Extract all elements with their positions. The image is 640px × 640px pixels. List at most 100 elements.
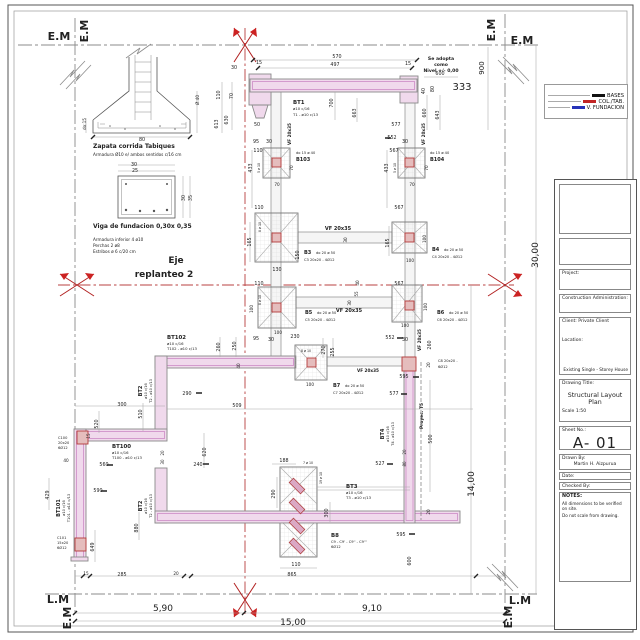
legend-row: BASES [548, 93, 624, 99]
dim-label: 165 [247, 237, 253, 246]
dim-label: T2 - ø10 c/13 [149, 494, 153, 519]
sheet-number: A- 01 [572, 434, 618, 450]
element-label: B5 [305, 310, 313, 316]
drawn-by-box: Drawn By: Martin H. Aizpurua [559, 454, 631, 470]
checked-by-box: Checked By: [559, 482, 631, 490]
dim-label: 80 [402, 461, 407, 467]
dim-label: 865 [287, 572, 296, 578]
note-line: All dimensions to be verified on site. [562, 501, 622, 511]
axis-note: replanteo 2 [135, 270, 194, 280]
dim-label: 15 [83, 571, 89, 576]
dim-label: 290 [271, 489, 277, 498]
dim-label: 552 [385, 335, 394, 341]
drawing-title-label: Drawing Title: [562, 381, 594, 386]
element-label: BT2 [138, 500, 144, 511]
dim-label: 595 [396, 532, 405, 538]
dim-label: ø10 c/16 [144, 382, 148, 398]
dim-label: 70 [289, 165, 294, 171]
detail-title: Viga de fundacion 0,30x 0,35 [93, 223, 192, 230]
dim-label: 660 [422, 108, 428, 117]
detail-title: Zapata corrida Tabiques [93, 143, 175, 150]
em-label: E.M [78, 20, 91, 43]
dim-label: 560 [99, 462, 108, 468]
drawn-by-label: Drawn By: [562, 456, 586, 461]
dim-label: Estribos ø 6 c/20 cm [93, 249, 136, 254]
dim-label: 14,00 [467, 471, 477, 497]
dim-label: ø10 c/16 [346, 490, 363, 495]
dim-label: T100 - ø10 c/13 [111, 455, 142, 460]
dim-label: 6Ø12 [331, 544, 341, 549]
dim-label: ø10 c/16 [62, 499, 66, 515]
dim-label: 5 ø 10 [257, 163, 261, 173]
dim-label: 20x20 [58, 441, 70, 445]
em-label: E.M [485, 19, 498, 42]
element-label: B104 [430, 157, 445, 163]
dim-label: 600 [435, 71, 444, 77]
dim-label: 70 [424, 165, 429, 171]
beam-label: VF 20x35 [325, 226, 352, 232]
dim-label: 130 [272, 267, 281, 273]
dim-label: 150 [295, 250, 301, 259]
notes-label: NOTES: [562, 494, 583, 499]
em-label: E.M [61, 607, 74, 630]
dim-label: 270 [321, 345, 327, 354]
element-label: B6 [437, 310, 445, 316]
dim-label: Armadura inferior 4 ø10 [93, 237, 144, 242]
dim-label: ø10 c/16 [386, 425, 390, 441]
dim-label: 40 [421, 88, 427, 94]
legend-row: V. FUNDACION [548, 105, 624, 111]
dim-label: 30 [131, 162, 137, 168]
dim-label: 80 [430, 86, 436, 92]
dim-label: 30 [160, 459, 165, 465]
dim-label: 100 [401, 323, 409, 328]
dim-label: 70 [274, 182, 280, 187]
dim-label: 433 [248, 163, 254, 172]
dim-label: 300 [117, 402, 126, 408]
dim-label: C4 20x20 - 4Ø12 [432, 254, 462, 259]
dim-label: 95 [253, 336, 259, 342]
level-note: Nivel +/- 0,00 [423, 68, 458, 74]
dim-label: 567 [394, 205, 403, 211]
dim-label: 35 [188, 195, 194, 201]
projection-label: Proyec. T5 [419, 403, 425, 429]
em-label: E.M [48, 30, 71, 43]
dim-label: 500 [428, 434, 434, 443]
dim-label: 20 [173, 571, 179, 576]
dim-label: 649 [90, 542, 96, 551]
dim-label: T2 - ø10 c/13 [149, 379, 153, 404]
dim-label: do 20 ø 50 [449, 311, 469, 315]
dim-label: T3 - ø10 c/13 [345, 495, 372, 500]
axis-marker [59, 273, 95, 297]
element-label: B7 [333, 383, 341, 389]
dim-label: 95 [253, 139, 259, 145]
firm-box [559, 238, 631, 265]
title-block: Project: Construction Administration: Cl… [554, 179, 637, 630]
beam-section-detail [117, 164, 191, 219]
dim-label: 100 [306, 382, 314, 387]
date-box: Date: [559, 472, 631, 480]
dim-label: do 20 ø 50 [316, 251, 336, 255]
dim-label: 20 [426, 509, 431, 515]
dim-label: Perchas 2 ø8 [93, 243, 120, 248]
beam-label: VF 20x35 [336, 308, 363, 314]
dim-label: C9 - C9' - C9'' - C9''' [331, 540, 367, 544]
dim-label: 5 ø 10 [393, 163, 397, 173]
b8-column-bars [288, 477, 306, 555]
dim-label: 8 ø 10 [258, 295, 262, 305]
dim-label: 30 [402, 337, 408, 343]
dim-label: 620 [202, 447, 208, 456]
dim-label: 6Ø12 [58, 445, 68, 450]
dim-label: 110 [254, 281, 263, 287]
dim-label: 663 [352, 108, 358, 117]
dim-label: do 15 ø 40 [296, 151, 316, 155]
dim-label: 30,00 [531, 242, 541, 268]
dim-label: 110 [216, 90, 222, 99]
dim-label: 100 [406, 258, 414, 263]
axis-marker [487, 273, 523, 297]
dim-label: 50 [254, 122, 260, 128]
legend-leader-line [548, 101, 582, 102]
dimension-lines [48, 45, 537, 624]
dim-label: 6Ø12 [57, 545, 67, 550]
